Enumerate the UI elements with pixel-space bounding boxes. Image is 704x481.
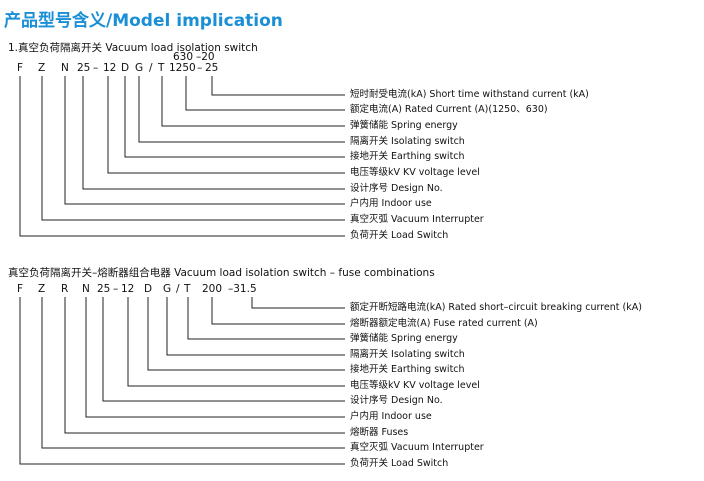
s2-label-breaking: 额定开断短路电流(kA) Rated short–circuit breakin…: [350, 302, 642, 313]
s1-connector-indoor: [64, 76, 345, 205]
s1-code-G: G: [135, 62, 144, 74]
s2-label-indoor: 户内用 Indoor use: [350, 411, 432, 422]
s2-code-12: 12: [121, 283, 135, 295]
s1-connector-vacuum: [41, 76, 345, 221]
s1-label-indoor: 户内用 Indoor use: [350, 198, 432, 209]
s2-connector-indoor: [85, 297, 345, 418]
s2-connector-spring: [187, 297, 345, 340]
s2-code-N: N: [82, 283, 90, 295]
s2-code-25: 25: [97, 283, 111, 295]
s2-label-voltage: 电压等级kV KV voltage level: [350, 380, 480, 391]
s1-code-N: N: [61, 62, 69, 74]
s2-connector-isolating: [166, 297, 345, 356]
section2-title: 真空负荷隔离开关–熔断器组合电器 Vacuum load isolation s…: [8, 267, 435, 279]
s2-code-slash: /: [176, 283, 180, 295]
s1-connector-rated-current: [185, 76, 345, 111]
s2-code-dash: –: [113, 283, 119, 295]
s2-code-200: 200: [202, 283, 223, 295]
s1-label-earthing: 接地开关 Earthing switch: [350, 151, 465, 162]
s1-label-vacuum: 真空灭弧 Vacuum Interrupter: [350, 214, 484, 225]
s1-label-design: 设计序号 Design No.: [350, 183, 443, 194]
s1-connector-design: [82, 76, 345, 190]
s1-connector-voltage: [107, 76, 345, 174]
s2-label-load-switch: 负荷开关 Load Switch: [350, 458, 449, 469]
s2-connector-design: [102, 297, 345, 402]
s1-upper-630: 630: [173, 51, 194, 63]
s1-code-dash2: –: [197, 62, 203, 74]
s2-label-vacuum: 真空灭弧 Vacuum Interrupter: [350, 442, 484, 453]
s1-label-load-switch: 负荷开关 Load Switch: [350, 230, 449, 241]
s2-code-D: D: [144, 283, 153, 295]
s1-label-voltage: 电压等级kV KV voltage level: [350, 167, 480, 178]
s1-code-dash: –: [93, 62, 99, 74]
s1-upper-20: –20: [196, 51, 215, 63]
s2-connector-fuses: [64, 297, 345, 434]
s2-connector-voltage: [127, 297, 345, 387]
s2-code-G: G: [163, 283, 172, 295]
s1-label-rated-current: 额定电流(A) Rated Current (A)(1250、630): [350, 104, 548, 115]
s2-code-T: T: [184, 283, 191, 295]
s1-label-isolating: 隔离开关 Isolating switch: [350, 136, 465, 147]
s2-label-design: 设计序号 Design No.: [350, 395, 443, 406]
s2-code-F: F: [17, 283, 24, 295]
s2-connector-load-switch: [19, 297, 345, 465]
s1-connector-load-switch: [19, 76, 345, 237]
s1-connector-short-time: [211, 76, 345, 96]
s1-label-short-time: 短时耐受电流(kA) Short time withstand current …: [350, 89, 589, 100]
s2-label-earthing: 接地开关 Earthing switch: [350, 364, 465, 375]
s1-code-25: 25: [77, 62, 91, 74]
s2-connector-fuse-rated: [211, 297, 345, 325]
s1-connector-spring: [161, 76, 345, 127]
s1-code-F: F: [17, 62, 24, 74]
s2-code-31-5: –31.5: [228, 283, 257, 295]
s2-label-isolating: 隔离开关 Isolating switch: [350, 349, 465, 360]
s2-label-fuse-rated: 熔断器额定电流(A) Fuse rated current (A): [350, 318, 538, 329]
s1-code-12: 12: [103, 62, 117, 74]
s1-connector-isolating: [138, 76, 345, 143]
s2-label-fuses: 熔断器 Fuses: [350, 427, 409, 438]
s2-connector-breaking: [251, 297, 345, 309]
s1-code-slash: /: [149, 62, 153, 74]
s1-connector-earthing: [124, 76, 345, 158]
s2-label-spring: 弹簧储能 Spring energy: [350, 333, 458, 344]
s2-code-R: R: [61, 283, 69, 295]
s1-code-Z: Z: [38, 62, 46, 74]
s1-code-T: T: [158, 62, 165, 74]
s2-connector-earthing: [147, 297, 345, 371]
s1-code-25b: 25: [205, 62, 219, 74]
s1-code-D: D: [121, 62, 130, 74]
section1-title: 1.真空负荷隔离开关 Vacuum load isolation switch: [8, 42, 258, 54]
s2-code-Z: Z: [38, 283, 46, 295]
s2-connector-vacuum: [41, 297, 345, 449]
page-title: 产品型号含义/Model implication: [4, 11, 283, 31]
s1-label-spring: 弹簧储能 Spring energy: [350, 120, 458, 131]
s1-code-1250: 1250: [169, 62, 196, 74]
